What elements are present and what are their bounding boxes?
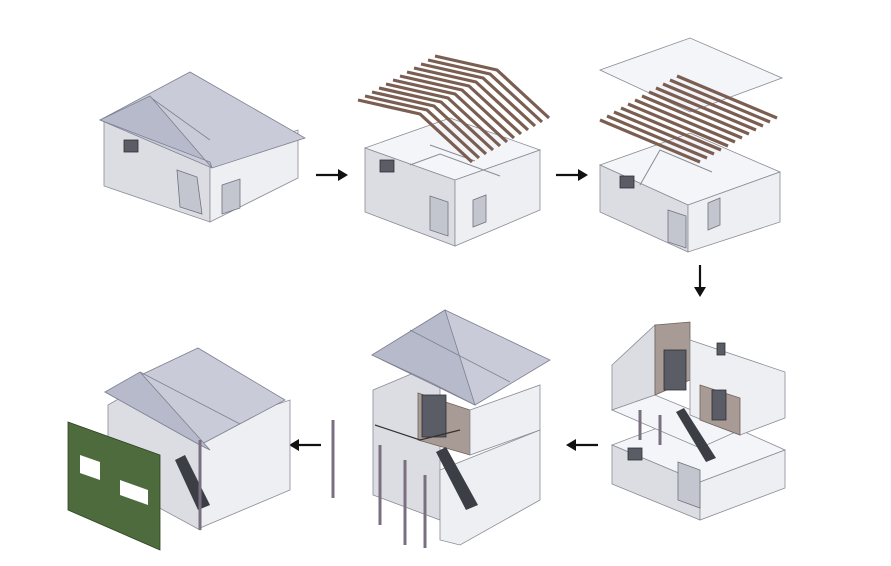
step-6-final-green-facade [67,347,291,551]
arrow-down-icon [694,265,706,297]
step-4-upper-level [610,321,787,521]
arrow-right-icon [316,169,348,181]
step-2-rafters-removed [357,54,551,247]
arrow-right-icon [556,169,588,181]
step-3-flat-roof [598,37,784,253]
roof-joists [599,74,778,164]
arrow-left-icon [289,439,321,451]
window-icon [123,139,139,153]
green-wall-panel [67,421,161,551]
rafters [357,54,551,164]
step-1-existing-house [98,71,306,223]
step-5-new-roof [371,309,551,548]
arrow-left-icon [566,439,598,451]
